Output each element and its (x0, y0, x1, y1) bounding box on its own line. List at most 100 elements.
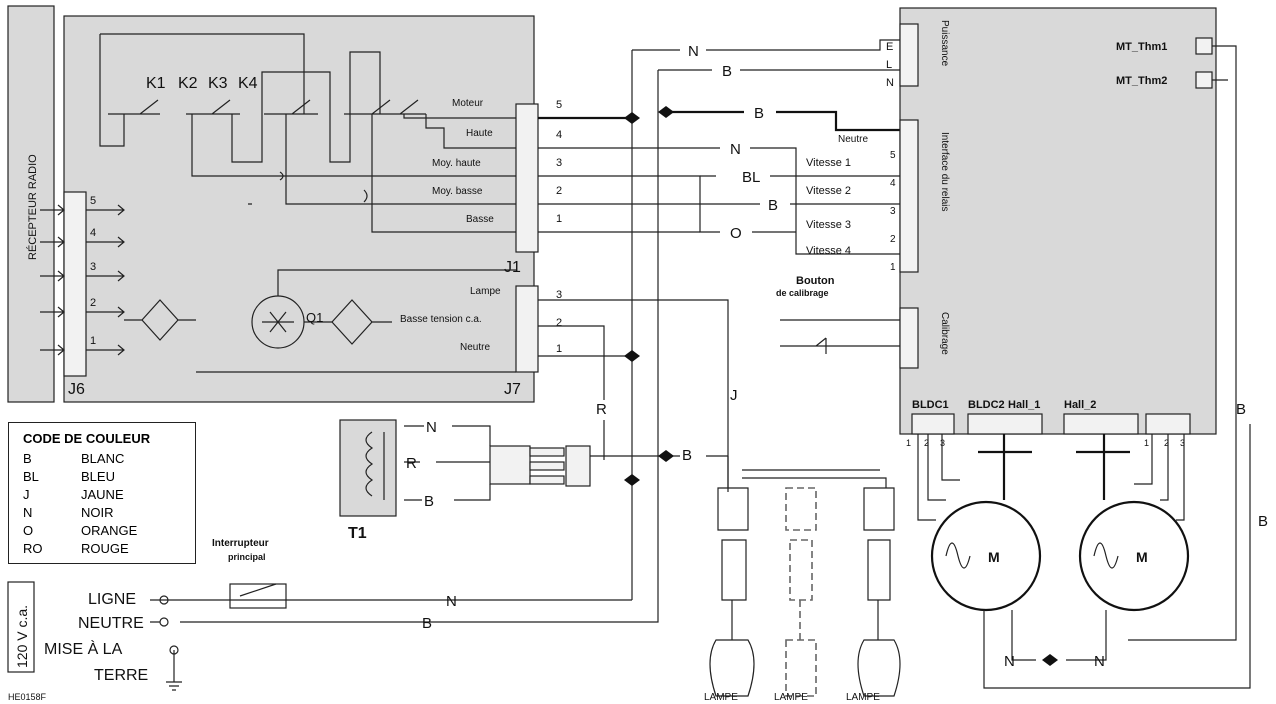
wire-r-t1: R (406, 455, 417, 472)
lamp-3-label: LAMPE (846, 692, 880, 703)
relay-pin-4: 4 (890, 178, 896, 189)
hall2-connector (1063, 413, 1139, 435)
legend-code: N (23, 505, 33, 520)
t1-coil (365, 431, 385, 500)
bldc1-pin-1: 1 (906, 438, 911, 448)
wire-bl-speed: BL (742, 169, 760, 186)
calibration-label: Calibrage (939, 312, 950, 355)
interconnect-wires (160, 39, 900, 623)
j6-pin-3: 3 (90, 261, 96, 273)
j1-label-moy-haute: Moy. haute (432, 158, 481, 169)
wire-r-j7: R (596, 401, 607, 418)
legend-code: RO (23, 541, 43, 556)
supply-voltage: 120 V c.a. (14, 605, 30, 668)
relay-pin-5: 5 (890, 150, 896, 161)
wire-b-neutral: B (754, 105, 764, 122)
lamp-1-label: LAMPE (704, 692, 738, 703)
legend-name: BLEU (81, 469, 115, 484)
j1-pin-5: 5 (556, 99, 562, 111)
j6-connector (63, 191, 87, 377)
legend-code: B (23, 451, 32, 466)
relay-k3: K3 (208, 75, 228, 92)
speed-1: Vitesse 1 (806, 157, 851, 169)
q1-circuit (124, 269, 516, 373)
j7-pin-1: 1 (556, 343, 562, 355)
relay-pin-3: 3 (890, 206, 896, 217)
legend-row: BL BLEU (23, 469, 115, 484)
wire-n-t1: N (426, 419, 437, 436)
receiver-panel (7, 5, 55, 403)
j1-label: J1 (504, 259, 521, 276)
j1-label-basse: Basse (466, 214, 494, 225)
relay-k2: K2 (178, 75, 198, 92)
j6-pin-5: 5 (90, 195, 96, 207)
motor-2-label: M (1136, 549, 1148, 565)
supply-ground-1: MISE À LA (44, 639, 123, 658)
j1-label-haute: Haute (466, 128, 493, 139)
legend-name: ORANGE (81, 523, 138, 538)
bldc1-pin-2: 2 (924, 438, 929, 448)
relay-k1: K1 (146, 75, 166, 92)
speed-2: Vitesse 2 (806, 185, 851, 197)
calibration-connector (899, 307, 919, 369)
supply-box (7, 581, 35, 673)
wire-b-power: B (722, 63, 732, 80)
lamp-assembly (709, 456, 901, 697)
j1-pin-3: 3 (556, 157, 562, 169)
legend-code: J (23, 487, 30, 502)
j6-arrows (40, 204, 125, 356)
legend-name: JAUNE (81, 487, 124, 502)
wire-b-speed: B (768, 197, 778, 214)
j1-label-moteur: Moteur (452, 98, 484, 109)
legend-name: BLANC (81, 451, 125, 466)
j1-pin-2: 2 (556, 185, 562, 197)
legend-title: CODE DE COULEUR (23, 431, 151, 446)
hall2-label: Hall_2 (1064, 399, 1096, 411)
speed-4: Vitesse 4 (806, 245, 851, 257)
legend-row: O ORANGE (23, 523, 137, 538)
junction-dots (624, 106, 674, 486)
j7-label-neutre: Neutre (460, 342, 490, 353)
ground-symbol (150, 595, 182, 691)
supply-neutral: NEUTRE (78, 615, 144, 632)
j1-label-moy-basse: Moy. basse (432, 186, 483, 197)
mt-thm2-label: MT_Thm2 (1116, 75, 1167, 87)
wire-n-motor-1: N (1004, 653, 1015, 670)
j1-connector (515, 103, 539, 253)
switch-label-2: principal (228, 552, 266, 562)
calibration-button-label-2: de calibrage (776, 288, 829, 298)
supply-ground-2: TERRE (94, 667, 148, 684)
j7-connector (515, 285, 539, 373)
wire-n-power: N (688, 43, 699, 60)
power-pin-n: N (886, 77, 894, 89)
legend-code: BL (23, 469, 39, 484)
power-label: Puissance (939, 20, 950, 67)
relay-pin-2: 2 (890, 234, 896, 245)
wire-b-neutral-line: B (422, 615, 432, 632)
mt-thm1-label: MT_Thm1 (1116, 41, 1167, 53)
power-connector (899, 23, 919, 87)
bldc2-label: BLDC2 (968, 399, 1005, 411)
j7-pin-3: 3 (556, 289, 562, 301)
legend-code: O (23, 523, 34, 538)
bldc2-pin-2: 2 (1164, 438, 1169, 448)
q1-label: Q1 (306, 310, 323, 325)
relay-k4: K4 (238, 75, 258, 92)
bldc1-connector (911, 413, 955, 435)
wire-o-speed: O (730, 225, 742, 242)
j7-pin-2: 2 (556, 317, 562, 329)
j7-label: J7 (504, 381, 521, 398)
hall1-label: Hall_1 (1008, 399, 1040, 411)
lamp-2-label: LAMPE (774, 692, 808, 703)
relay-interface-label: Interface du relais (939, 132, 950, 212)
j1-pin-1: 1 (556, 213, 562, 225)
j6-label: J6 (68, 381, 85, 398)
motor-controller (899, 7, 1217, 435)
wire-b-lamp: B (682, 447, 692, 464)
relay-network (99, 33, 516, 233)
switch-label-1: Interrupteur (212, 538, 269, 549)
